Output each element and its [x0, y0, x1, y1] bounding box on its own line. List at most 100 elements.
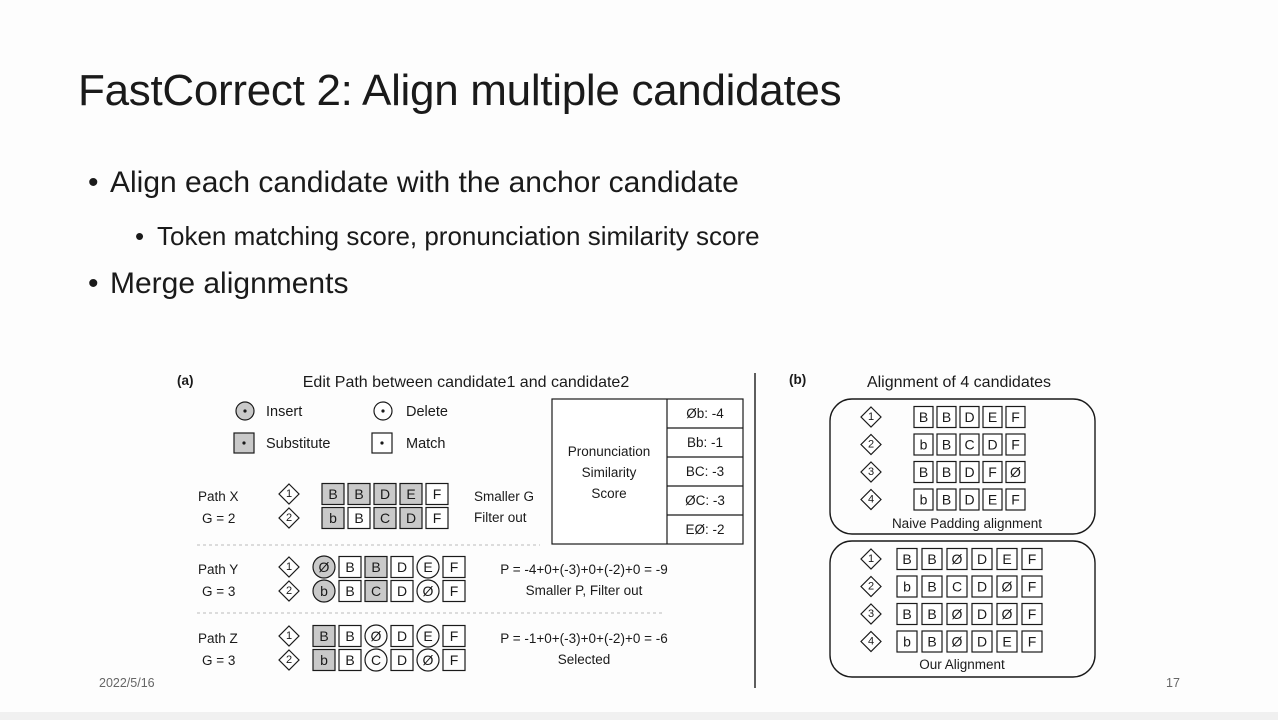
token: D — [971, 630, 993, 653]
token: F — [1021, 630, 1043, 653]
bullet-dot: • — [135, 221, 145, 251]
svg-text:D: D — [397, 583, 407, 599]
svg-text:D: D — [964, 464, 974, 480]
slide-number: 17 — [1166, 676, 1180, 690]
candidate-marker: 3 — [860, 603, 882, 625]
token: D — [959, 460, 980, 484]
token: b — [913, 433, 934, 456]
substitute-marker-dot — [242, 441, 246, 445]
svg-text:Ø: Ø — [952, 634, 963, 650]
our-alignment-box — [829, 540, 1096, 678]
svg-text:B: B — [942, 464, 951, 480]
svg-text:D: D — [397, 652, 407, 668]
svg-text:F: F — [1028, 634, 1037, 650]
legend-insert: Insert — [235, 401, 302, 421]
svg-text:F: F — [1011, 409, 1020, 425]
token: D — [959, 488, 980, 511]
svg-text:C: C — [371, 583, 381, 599]
token: B — [921, 630, 943, 653]
naive-caption: Naive Padding alignment — [892, 516, 1042, 531]
svg-text:B: B — [919, 464, 928, 480]
candidate-marker: 1 — [278, 556, 300, 578]
legend-insert-label: Insert — [266, 404, 302, 420]
svg-text:B: B — [902, 606, 911, 622]
token: E — [996, 630, 1018, 653]
token: E — [416, 555, 440, 579]
path-g-value: G = 3 — [202, 653, 235, 668]
bullet-text: Align each candidate with the anchor can… — [110, 166, 739, 199]
token: B — [338, 579, 362, 603]
panel-b-tag: (b) — [789, 372, 806, 387]
svg-text:B: B — [942, 437, 951, 453]
svg-text:b: b — [329, 510, 337, 526]
token: B — [936, 405, 957, 429]
legend-delete: Delete — [373, 401, 448, 421]
svg-text:C: C — [371, 652, 381, 668]
candidate-marker: 2 — [278, 507, 300, 529]
svg-text:3: 3 — [868, 466, 874, 478]
svg-text:D: D — [977, 606, 987, 622]
candidate-marker: 1 — [860, 548, 882, 570]
token: F — [982, 460, 1003, 484]
svg-text:2: 2 — [286, 585, 292, 597]
token: D — [390, 555, 414, 579]
token: D — [399, 506, 423, 530]
svg-text:F: F — [450, 652, 459, 668]
token: B — [312, 624, 336, 648]
delete-marker-dot — [381, 409, 385, 413]
slide-date: 2022/5/16 — [99, 676, 155, 690]
svg-text:Ø: Ø — [952, 551, 963, 567]
token: D — [390, 579, 414, 603]
token: F — [1005, 433, 1026, 456]
token: C — [373, 506, 397, 530]
token: D — [971, 547, 993, 571]
token: D — [982, 433, 1003, 456]
panel-a-tag: (a) — [177, 373, 194, 388]
svg-text:3: 3 — [868, 608, 874, 620]
score-table: Pronunciation Similarity Score Øb: -4Bb:… — [551, 398, 744, 545]
svg-text:E: E — [423, 559, 432, 575]
svg-text:b: b — [920, 437, 928, 453]
svg-text:F: F — [450, 628, 459, 644]
svg-text:F: F — [1028, 579, 1037, 595]
svg-text:b: b — [903, 634, 911, 650]
token: C — [364, 579, 388, 603]
legend-match-label: Match — [406, 436, 446, 452]
svg-text:C: C — [964, 437, 974, 453]
svg-text:D: D — [987, 437, 997, 453]
svg-text:D: D — [977, 551, 987, 567]
candidate-marker: 1 — [278, 483, 300, 505]
candidate-marker: 4 — [860, 488, 882, 511]
svg-text:D: D — [397, 628, 407, 644]
svg-text:Ø: Ø — [423, 583, 434, 599]
score-label-line: Similarity — [582, 465, 637, 480]
bullet-dot: • — [88, 267, 99, 300]
svg-text:D: D — [964, 409, 974, 425]
slide-title: FastCorrect 2: Align multiple candidates — [78, 66, 842, 115]
token: B — [936, 433, 957, 456]
svg-text:D: D — [977, 579, 987, 595]
svg-text:2: 2 — [286, 654, 292, 666]
token: F — [1005, 405, 1026, 429]
token: B — [338, 555, 362, 579]
candidate-marker: 2 — [860, 575, 882, 598]
token: F — [442, 555, 466, 579]
svg-text:B: B — [319, 628, 328, 644]
svg-text:B: B — [345, 652, 354, 668]
svg-text:Ø: Ø — [1010, 464, 1021, 480]
token: F — [1021, 575, 1043, 598]
token: C — [959, 433, 980, 456]
naive-alignment-box — [829, 398, 1096, 535]
token: Ø — [946, 630, 968, 653]
svg-text:b: b — [320, 652, 328, 668]
svg-text:Ø: Ø — [423, 652, 434, 668]
bullet-level2: •Token matching score, pronunciation sim… — [135, 221, 760, 252]
svg-text:C: C — [952, 579, 962, 595]
token: E — [982, 405, 1003, 429]
svg-text:b: b — [920, 492, 928, 508]
svg-text:1: 1 — [286, 488, 292, 500]
svg-text:b: b — [320, 583, 328, 599]
token: F — [442, 648, 466, 672]
